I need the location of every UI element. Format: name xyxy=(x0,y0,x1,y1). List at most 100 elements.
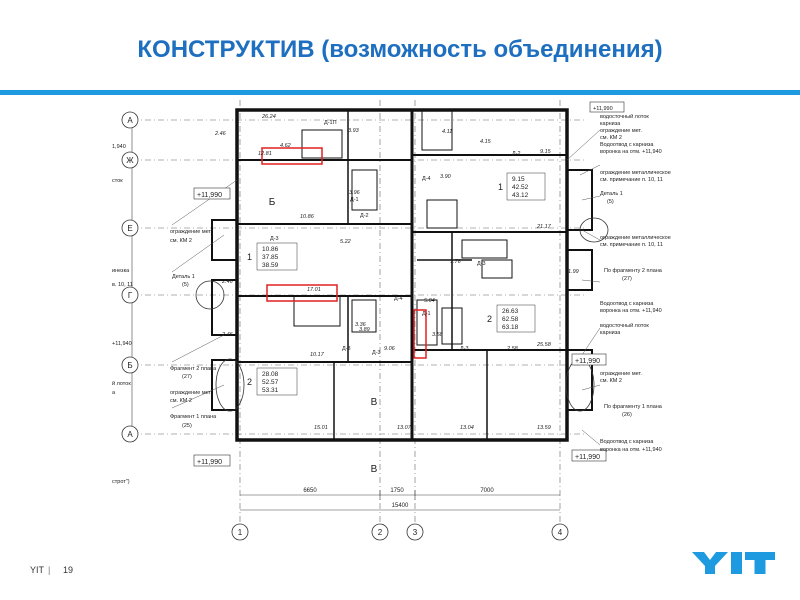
right-annotations: +11,990 водосточный лоток карниза огражд… xyxy=(589,101,671,453)
door-label: Д-1 xyxy=(350,197,359,203)
section-mark: В xyxy=(371,464,378,475)
svg-text:63.18: 63.18 xyxy=(502,324,519,331)
dimension-value: 1750 xyxy=(390,488,404,494)
svg-text:1: 1 xyxy=(498,182,503,192)
annotation-text: ограждение металлическое xyxy=(600,235,671,241)
annotation-text: (27) xyxy=(622,276,632,282)
door-label: Д-1П xyxy=(324,120,337,126)
door-label: Д-3 xyxy=(270,236,279,242)
axis-letter: Г xyxy=(128,291,133,300)
room-area: 1.76 xyxy=(450,259,462,265)
elevation-tag: +11,990 xyxy=(197,459,222,466)
room-area: 13.07 xyxy=(397,425,412,431)
annotation-text: й лоток xyxy=(112,380,131,387)
room-area: 9.15 xyxy=(540,149,552,155)
annotation-text: воронка на отм. +11,940 xyxy=(600,308,662,314)
floor-plan-drawing: 1 2 3 4 А Ж Е Г Б А Б В В +11,990 +11,99… xyxy=(112,100,700,545)
annotation-text: Фрагмент 2 плана xyxy=(170,366,217,372)
annotation-text: +11,990 xyxy=(593,106,613,112)
room-area: 3.89 xyxy=(359,327,370,333)
annotation-text: см. КМ 2 xyxy=(600,378,622,384)
room-area: 2.46 xyxy=(221,279,234,285)
annotation-text: см. примечание п. 10, 11 xyxy=(600,242,663,248)
floor-plan-svg: 1 2 3 4 А Ж Е Г Б А Б В В +11,990 +11,99… xyxy=(112,100,671,541)
dimension-value: 7000 xyxy=(480,488,494,494)
room-area: 5.04 xyxy=(424,298,435,304)
axis-number: 4 xyxy=(558,528,563,537)
annotation-text: (25) xyxy=(182,423,192,429)
room-area: 10.17 xyxy=(310,352,325,358)
svg-text:43.12: 43.12 xyxy=(512,192,529,199)
page-title: КОНСТРУКТИВ (возможность объединения) xyxy=(137,36,663,63)
annotation-text: воронка на отм. +11,940 xyxy=(600,149,662,155)
annotation-text: сток xyxy=(112,178,123,184)
annotation-text: (26) xyxy=(622,412,632,418)
room-area: 15.01 xyxy=(314,425,328,431)
annotation-text: Водоотвод с карниза xyxy=(600,439,654,445)
annotation-text: (27) xyxy=(182,374,192,380)
left-annotations: 1,940 сток инезка в. 10, 11 +11,940 й ло… xyxy=(112,144,217,485)
door-label: Д-2 xyxy=(512,151,521,157)
room-area: 3.93 xyxy=(348,128,360,134)
svg-text:28.08: 28.08 xyxy=(262,371,279,378)
annotation-text: 1,940 xyxy=(112,144,126,150)
annotation-text: ограждение мет. xyxy=(170,390,212,396)
annotation-text: карниза xyxy=(600,330,621,336)
axis-letter: Ж xyxy=(126,156,134,165)
annotation-text: строт") xyxy=(112,479,130,485)
section-mark: Б xyxy=(269,197,276,208)
svg-text:1: 1 xyxy=(247,252,252,262)
axis-number: 2 xyxy=(378,528,383,537)
svg-text:37.85: 37.85 xyxy=(262,254,279,261)
axis-letter: А xyxy=(127,430,133,439)
svg-text:53.31: 53.31 xyxy=(262,387,279,394)
door-label: Д-3 xyxy=(372,350,381,356)
axis-labels: 1 2 3 4 А Ж Е Г Б А xyxy=(126,116,562,537)
room-area: 26.24 xyxy=(261,114,276,120)
room-area: 13.59 xyxy=(537,425,551,431)
room-area: 1.99 xyxy=(568,269,579,275)
annotation-text: По фрагменту 2 плана xyxy=(604,268,663,274)
annotation-text: см. КМ 2 xyxy=(600,135,622,141)
apartment-info: 1 10.86 37.85 38.59 xyxy=(247,242,298,271)
annotation-text: Деталь 1 xyxy=(172,274,195,280)
elevation-tag: +11,990 xyxy=(575,454,600,461)
balconies xyxy=(211,169,593,411)
dimension-value: 15400 xyxy=(392,503,409,509)
room-area: 3.58 xyxy=(432,332,444,338)
svg-text:38.59: 38.59 xyxy=(262,262,279,269)
svg-text:9.15: 9.15 xyxy=(512,176,525,183)
annotation-text: По фрагменту 1 плана xyxy=(604,404,663,410)
annotation-text: ограждение металлическое xyxy=(600,170,671,176)
annotation-text: см. КМ 2 xyxy=(170,238,192,244)
annotation-text: карниза xyxy=(600,121,621,127)
footer-separator: | xyxy=(48,565,51,575)
door-label: Д-3 xyxy=(477,261,486,267)
detail-callouts xyxy=(195,217,609,412)
room-area: 4.62 xyxy=(280,143,291,149)
yit-logo-icon xyxy=(692,552,775,574)
room-area: 2.58 xyxy=(506,346,519,352)
annotation-text: (5) xyxy=(607,199,614,205)
elevation-tags: +11,990 +11,990 +11,990 +11,990 xyxy=(193,187,607,467)
annotation-text: Водоотвод с карниза xyxy=(600,301,654,307)
room-areas: 26.24 4.62 3.93 12.81 3.96 10.86 5.22 17… xyxy=(214,114,579,431)
apartment-info: 2 26.63 62.58 63.18 xyxy=(487,304,536,333)
room-area: 21.17 xyxy=(536,224,552,230)
door-label: Д-2 xyxy=(360,213,369,219)
room-area: 25.58 xyxy=(536,342,552,348)
annotation-text: инезка xyxy=(112,268,130,274)
room-area: 2.46 xyxy=(214,131,227,137)
room-area: 9.06 xyxy=(384,346,396,352)
door-labels: Д-1П Д-1 Д-2 Д-3 Д-4 Д-3 Д-3 Д-4 Д-1 Д-2… xyxy=(270,120,521,356)
leader-lines xyxy=(171,129,601,446)
annotation-text: воронка на отм. +11,940 xyxy=(600,447,662,453)
svg-text:10.86: 10.86 xyxy=(262,246,279,253)
section-mark: В xyxy=(371,397,378,408)
annotation-text: водосточный лоток xyxy=(600,113,649,120)
door-label: Д-4 xyxy=(394,296,403,302)
door-label: Д-1 xyxy=(422,311,431,317)
footer-brand: YIT xyxy=(30,565,45,575)
room-area: 10.86 xyxy=(300,214,315,220)
highlight-marks xyxy=(261,147,427,359)
